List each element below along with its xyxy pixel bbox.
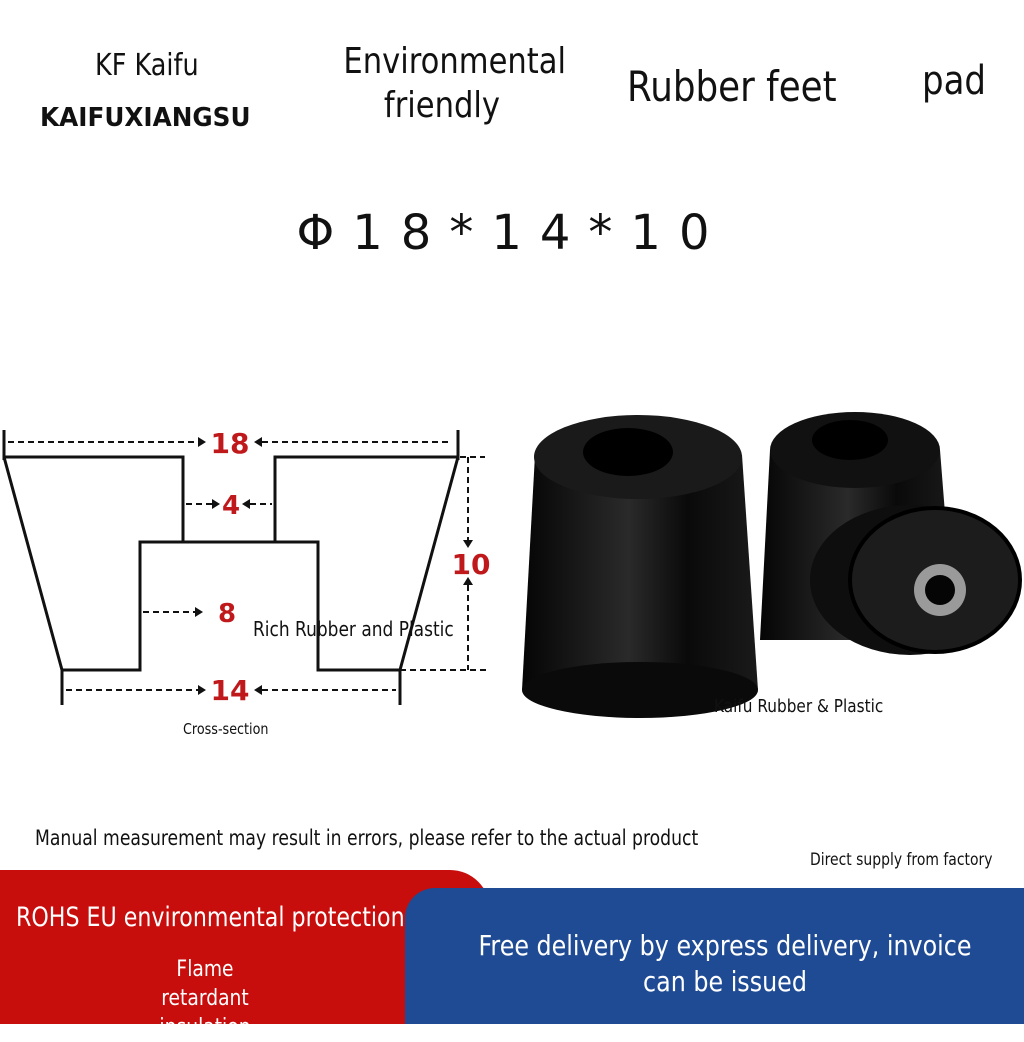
material-label: Rich Rubber and Plastic <box>253 617 454 641</box>
dimension-lines <box>8 441 490 691</box>
product-title: Rubber feet <box>627 62 837 111</box>
blue-banner <box>405 888 1024 1024</box>
flame-label: Flame retardant insulation <box>159 957 251 1040</box>
dim-bottom-diameter: 14 <box>211 674 250 707</box>
pad-label: pad <box>922 58 987 104</box>
brand-name: KF Kaifu <box>95 48 199 83</box>
outline <box>2 430 460 705</box>
dim-inner: 8 <box>218 599 236 629</box>
dim-hole: 4 <box>222 491 240 521</box>
brand-subtitle: KAIFUXIANGSU <box>40 103 251 133</box>
eco-label: Environmental friendly <box>343 41 567 126</box>
arrowheads <box>195 437 473 695</box>
delivery-label: Free delivery by express delivery, invoi… <box>478 929 972 998</box>
photo-label: Kaifu Rubber & Plastic <box>714 696 884 717</box>
measurement-note: Manual measurement may result in errors,… <box>35 826 699 850</box>
rohs-label: ROHS EU environmental protection <box>16 902 405 933</box>
factory-note: Direct supply from factory <box>810 850 993 870</box>
cross-section-caption: Cross-section <box>183 720 269 738</box>
spec-dimensions: Φ18*14*10 <box>296 205 728 261</box>
dim-height: 10 <box>452 548 491 581</box>
dim-top-diameter: 18 <box>211 427 250 460</box>
rubber-foot-photo <box>522 412 1022 718</box>
